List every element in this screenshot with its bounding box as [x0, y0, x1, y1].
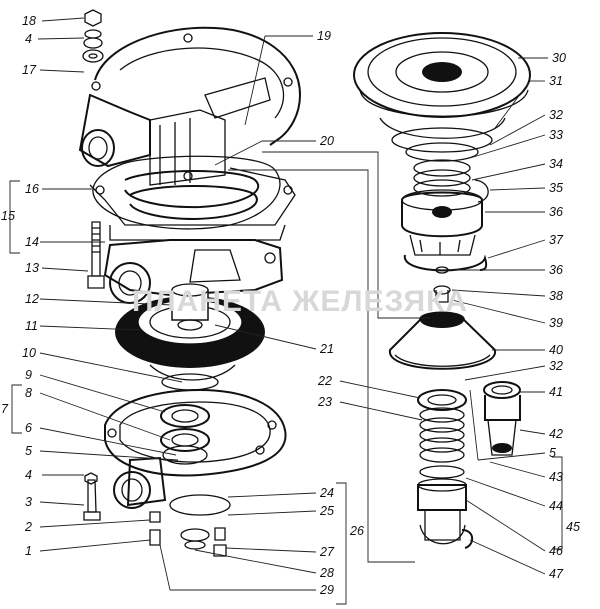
callout-45: 45 — [566, 520, 580, 534]
callout-5: 5 — [25, 444, 32, 458]
callout-24: 24 — [319, 486, 334, 500]
watermark: ПЛАНЕТА ЖЕЛЕЗЯКА — [132, 285, 468, 318]
top-cap — [353, 32, 531, 162]
callout-27: 27 — [319, 545, 335, 559]
left-assembly-drawing — [78, 9, 302, 557]
callout-4b: 4 — [25, 468, 32, 482]
middle-body — [87, 221, 284, 304]
callout-30: 30 — [552, 51, 566, 65]
cone-seat — [388, 311, 497, 370]
callout-32b: 32 — [549, 359, 563, 373]
callout-18: 18 — [22, 14, 36, 28]
callout-47: 47 — [549, 567, 564, 581]
callout-6: 6 — [25, 421, 32, 435]
callout-2: 2 — [24, 520, 32, 534]
leader-lines — [9, 17, 563, 605]
callout-12: 12 — [25, 292, 39, 306]
callout-25: 25 — [319, 504, 334, 518]
callout-41: 41 — [549, 385, 563, 399]
callout-7: 7 — [1, 402, 9, 416]
spring-and-flange — [89, 155, 296, 241]
callout-17: 17 — [22, 63, 37, 77]
callout-39: 39 — [549, 316, 563, 330]
callout-46: 46 — [549, 544, 563, 558]
callout-13: 13 — [25, 261, 39, 275]
callout-numbers: 18 4 17 16 15 14 13 12 11 10 9 8 7 6 5 4… — [1, 14, 580, 597]
callout-16: 16 — [25, 182, 39, 196]
callout-5b: 5 — [549, 446, 556, 460]
callout-10: 10 — [22, 346, 36, 360]
callout-22: 22 — [317, 374, 332, 388]
nut-stack-top — [82, 9, 104, 63]
diaphragm-disc — [115, 283, 265, 391]
callout-15: 15 — [1, 209, 15, 223]
callout-3: 3 — [25, 495, 32, 509]
callout-42: 42 — [549, 427, 563, 441]
lower-valve — [417, 389, 474, 549]
plug — [483, 381, 521, 456]
callout-11: 11 — [25, 319, 38, 333]
callout-29: 29 — [319, 583, 334, 597]
callout-20: 20 — [319, 134, 334, 148]
callout-32: 32 — [549, 108, 563, 122]
callout-36: 36 — [549, 205, 563, 219]
pin — [433, 285, 451, 303]
right-assembly-drawing — [353, 32, 531, 549]
callout-40: 40 — [549, 343, 563, 357]
callout-23: 23 — [317, 395, 332, 409]
callout-19: 19 — [317, 29, 331, 43]
callout-14: 14 — [25, 235, 39, 249]
callout-37: 37 — [549, 233, 564, 247]
spring-body — [401, 159, 489, 274]
callout-38: 38 — [549, 289, 563, 303]
callout-34: 34 — [549, 157, 563, 171]
callout-33: 33 — [549, 128, 563, 142]
callout-4: 4 — [25, 32, 32, 46]
upper-cover — [78, 26, 302, 186]
callout-31: 31 — [549, 74, 563, 88]
callout-9: 9 — [25, 368, 32, 382]
callout-44: 44 — [549, 499, 563, 513]
callout-8: 8 — [25, 386, 32, 400]
callout-43: 43 — [549, 470, 563, 484]
callout-36b: 36 — [549, 263, 563, 277]
callout-1: 1 — [25, 544, 32, 558]
lower-housing — [104, 388, 287, 550]
callout-28: 28 — [319, 566, 334, 580]
callout-35: 35 — [549, 181, 563, 195]
callout-26: 26 — [349, 524, 364, 538]
callout-21: 21 — [319, 342, 334, 356]
